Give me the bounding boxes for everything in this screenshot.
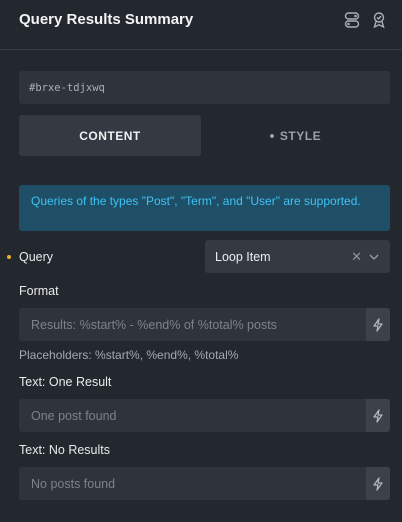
tab-style[interactable]: STYLE [201, 115, 390, 156]
style-indicator-dot [269, 133, 274, 138]
chevron-down-icon[interactable] [368, 251, 380, 263]
element-id-field[interactable]: #brxe-tdjxwq [19, 71, 390, 104]
tab-content-label: CONTENT [79, 128, 141, 143]
query-select[interactable]: Loop Item ✕ [205, 240, 390, 273]
info-notice: Queries of the types "Post", "Term", and… [19, 185, 390, 231]
panel-title: Query Results Summary [19, 11, 194, 28]
panel-header: Query Results Summary [0, 0, 402, 50]
format-input[interactable] [19, 308, 366, 341]
badge-ribbon-icon[interactable] [370, 11, 388, 29]
dynamic-data-lightning-icon[interactable] [366, 399, 390, 432]
no-results-label: Text: No Results [19, 443, 111, 457]
tab-content[interactable]: CONTENT [19, 115, 201, 156]
dynamic-data-lightning-icon[interactable] [366, 308, 390, 341]
query-selected-value: Loop Item [215, 249, 271, 264]
format-field [19, 308, 390, 341]
one-result-input[interactable] [19, 399, 366, 432]
format-label: Format [19, 284, 59, 298]
format-placeholders-hint: Placeholders: %start%, %end%, %total% [19, 348, 239, 362]
query-indicator-dot [7, 255, 11, 259]
one-result-label: Text: One Result [19, 375, 112, 389]
no-results-field [19, 467, 390, 500]
toggle-layers-icon[interactable] [343, 11, 361, 29]
dynamic-data-lightning-icon[interactable] [366, 467, 390, 500]
tab-style-label: STYLE [279, 128, 322, 143]
one-result-field [19, 399, 390, 432]
no-results-input[interactable] [19, 467, 366, 500]
clear-icon[interactable]: ✕ [351, 248, 362, 264]
query-label: Query [19, 250, 54, 264]
element-id-value: #brxe-tdjxwq [29, 81, 105, 94]
